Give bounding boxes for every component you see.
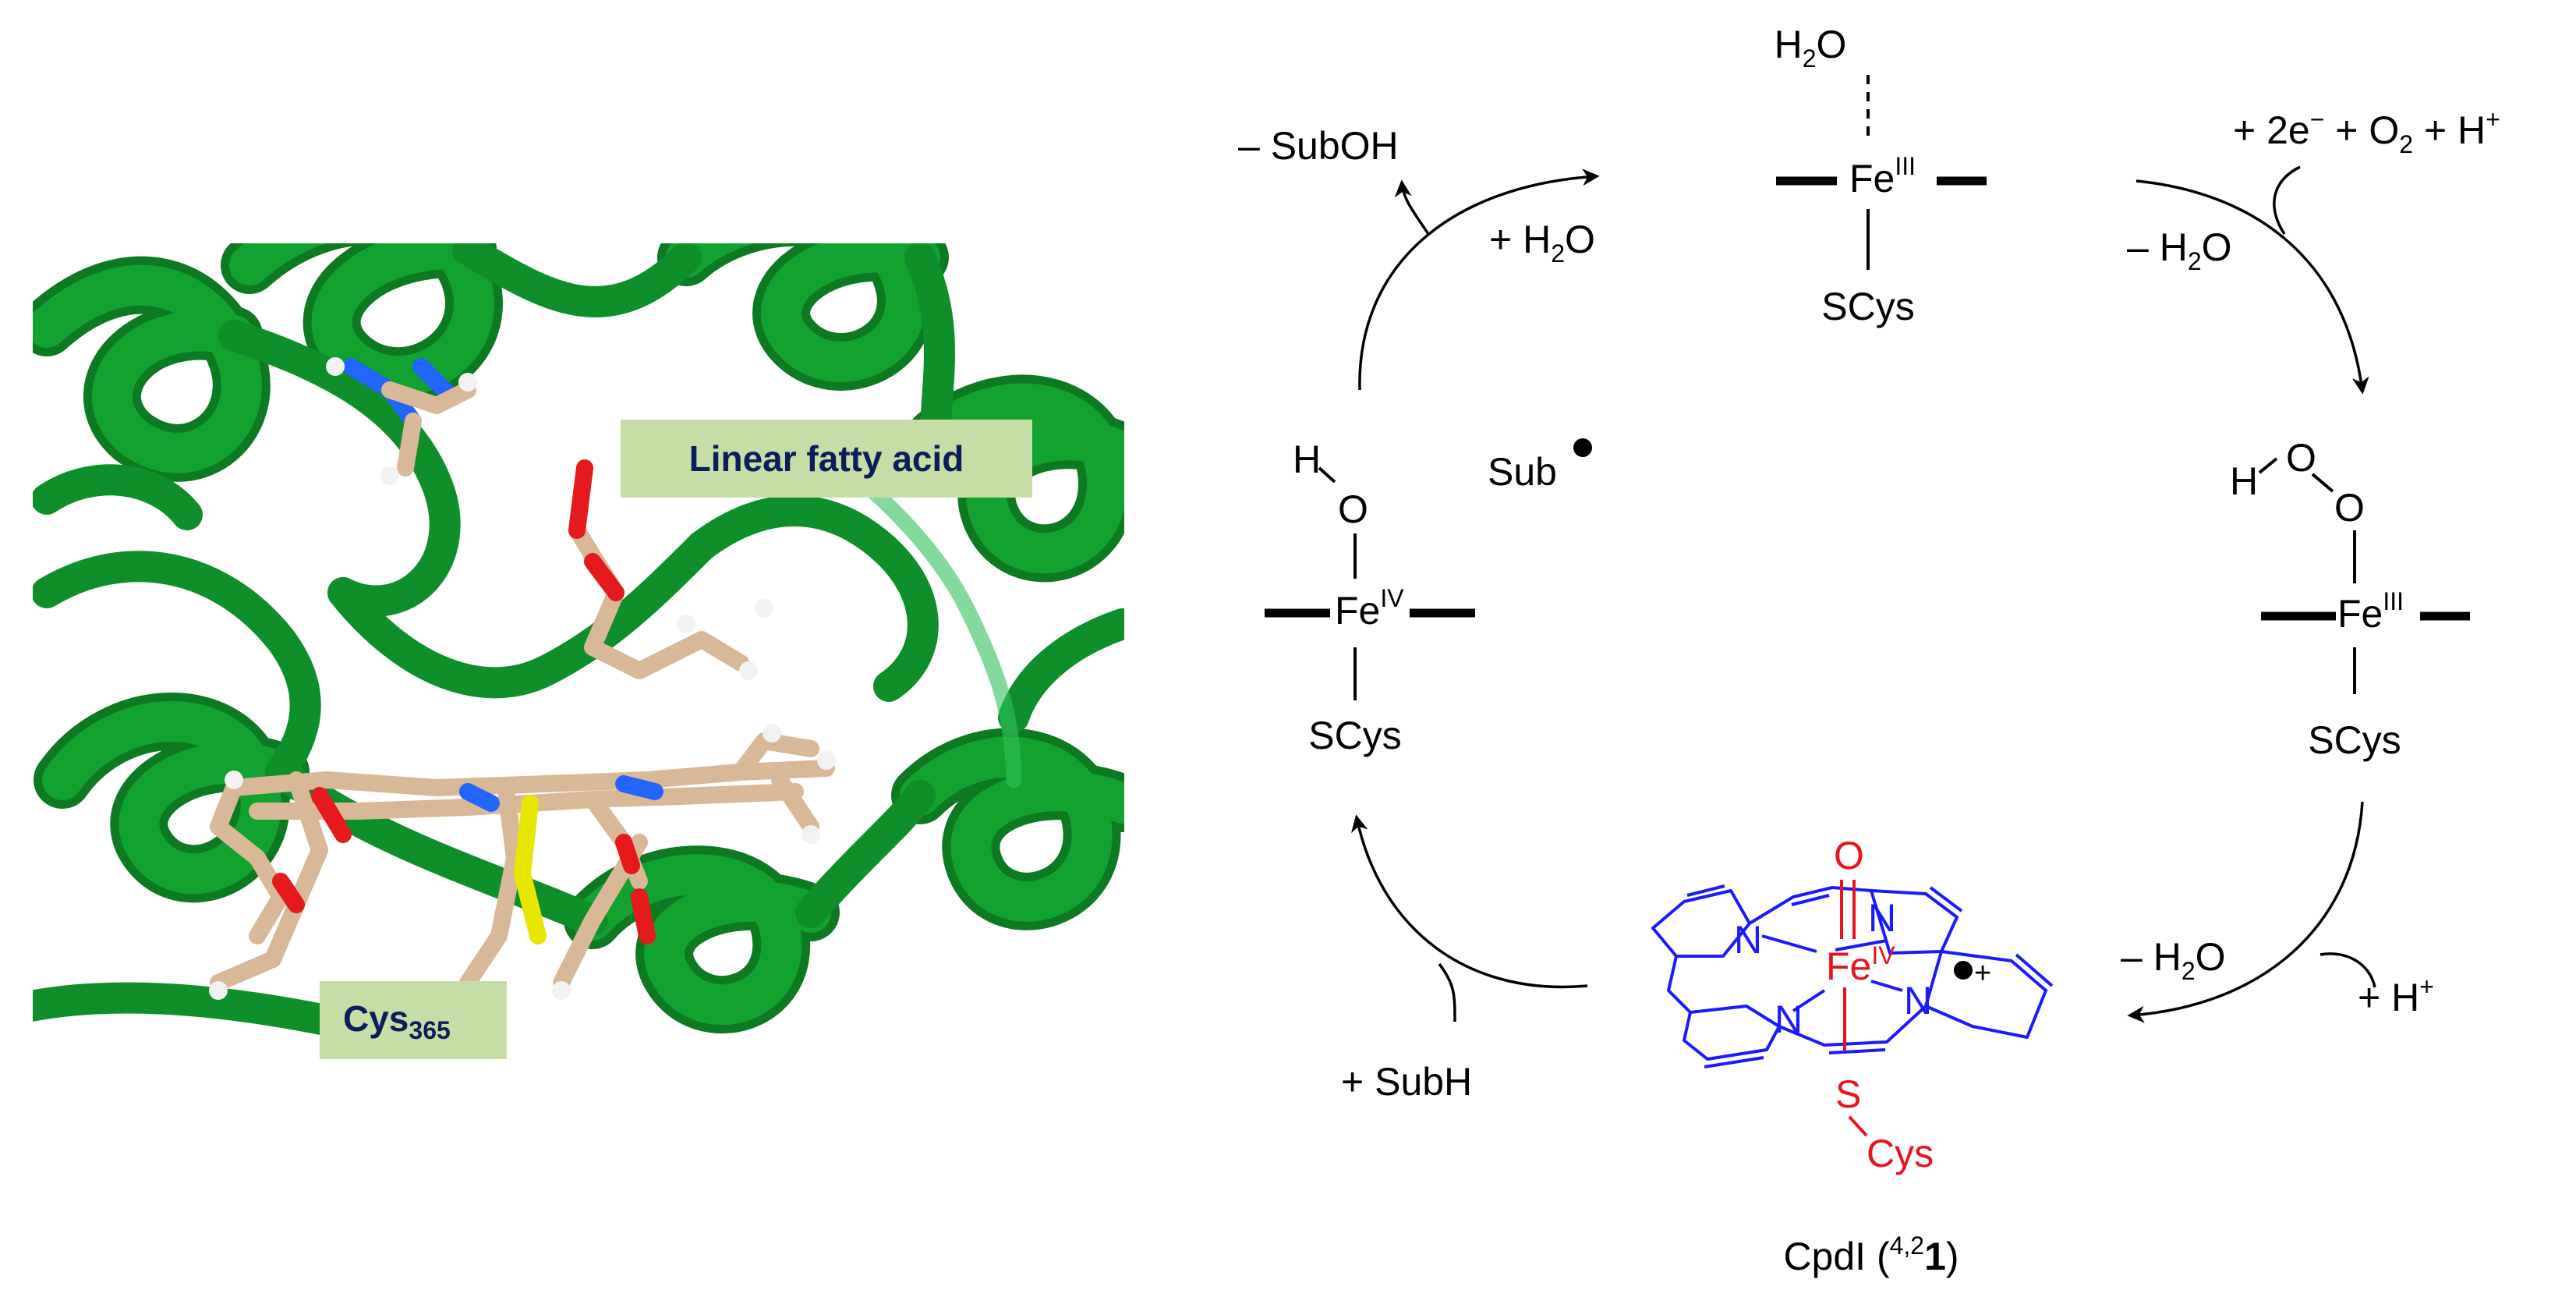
- catalytic-cycle: H2O FeIII SCys H O O FeIII SCys H O: [1238, 23, 2500, 1278]
- arrow-bottom-right: [2127, 801, 2364, 1023]
- cys-label-box: Cys365: [320, 981, 507, 1059]
- label-water-in: + H2O: [1489, 218, 1595, 268]
- arrow-bottom-right-in: [2319, 952, 2376, 988]
- arrow-bottom-left-in: [1438, 962, 1456, 1022]
- hydroperoxo-o1: O: [2286, 436, 2316, 480]
- heme-stick-model: [209, 357, 836, 1000]
- water-ligand: H2O: [1775, 23, 1847, 73]
- label-electrons-o2-proton: + 2e− + O2 + H+: [2233, 105, 2500, 158]
- radical-cation-dot: [1954, 961, 1973, 980]
- porphyrin-ring: [1651, 884, 2054, 1068]
- nitrogen-3: N: [1775, 998, 1803, 1041]
- iron-feIV-cpdI: FeIV: [1826, 941, 1895, 988]
- protein-structure-panel: Linear fatty acid Cys365: [33, 243, 1124, 1059]
- scys-left: SCys: [1308, 714, 1401, 757]
- cycle-arrows: [1351, 165, 2376, 1023]
- iron-feIII-right: FeIII: [2337, 587, 2404, 636]
- label-proton-in: + H+: [2358, 973, 2434, 1019]
- radical-dot: [1573, 438, 1592, 457]
- cys-cpdI: Cys: [1867, 1132, 1934, 1175]
- state-resting-feIII: H2O FeIII SCys: [1775, 23, 1987, 328]
- sulfur: S: [1835, 1072, 1861, 1116]
- arrow-top-left-out: [1394, 179, 1430, 235]
- ligand-label-box: Linear fatty acid: [621, 420, 1032, 498]
- hydroxo-h: H: [1293, 438, 1321, 481]
- cys-label: Cys365: [343, 998, 451, 1044]
- label-suboh: – SubOH: [1238, 124, 1399, 168]
- arrow-bottom-left: [1351, 814, 1588, 989]
- arrow-top-right-in: [2273, 165, 2301, 235]
- ligand-label: Linear fatty acid: [689, 438, 964, 479]
- sub-radical-label: Sub: [1488, 450, 1557, 494]
- scys-top: SCys: [1821, 285, 1914, 328]
- scys-right: SCys: [2308, 718, 2401, 762]
- label-water-loss-bottom: – H2O: [2121, 935, 2226, 985]
- arrow-top-left: [1358, 168, 1600, 391]
- state-hydroperoxo-feIII: H O O FeIII SCys: [2230, 436, 2470, 762]
- compound-i: N N N N O FeIV S Cys + CpdI (4,21): [1651, 834, 2054, 1278]
- arrow-top-right: [2135, 179, 2369, 395]
- radical-cation-charge: +: [1974, 957, 1991, 990]
- hydroxo-o: O: [1338, 487, 1368, 531]
- label-subh: + SubH: [1341, 1060, 1472, 1104]
- iron-feIII-top: FeIII: [1849, 152, 1916, 200]
- nitrogen-1: N: [1734, 918, 1762, 962]
- oxo-oxygen: O: [1834, 834, 1864, 877]
- nitrogen-4: N: [1904, 979, 1932, 1022]
- label-water-loss-top: – H2O: [2127, 225, 2232, 275]
- cpdI-caption: CpdI (4,21): [1783, 1231, 1959, 1278]
- state-hydroxo-feIV: H O FeIV SCys: [1265, 438, 1475, 757]
- nitrogen-2: N: [1868, 896, 1896, 940]
- iron-feIV-left: FeIV: [1335, 584, 1404, 633]
- hydroperoxo-h: H: [2230, 459, 2258, 503]
- hydroperoxo-o2: O: [2334, 486, 2365, 530]
- step-labels: + 2e− + O2 + H+ – H2O – H2O + H+ + Sub H …: [1238, 105, 2500, 1104]
- substrate-radical: Sub: [1488, 438, 1592, 494]
- porphyrin-nitrogens: N N N N: [1734, 896, 1932, 1041]
